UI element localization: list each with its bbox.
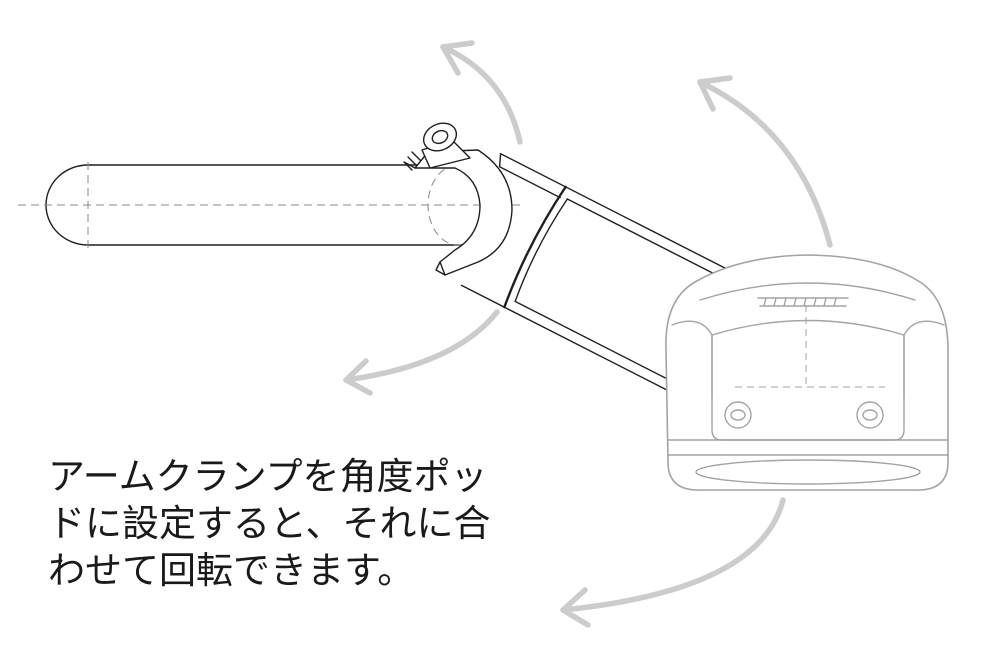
- clamp-lower-tab: [435, 261, 446, 276]
- arrow-device-down-head: [560, 587, 591, 628]
- device-logo-mark: [757, 297, 849, 307]
- arrow-device-down-arc: [560, 497, 786, 613]
- left-button-center: [730, 409, 746, 421]
- rotation-arrows: [343, 40, 833, 628]
- left-button-icon: [724, 401, 752, 429]
- arrow-device-up: [697, 75, 833, 248]
- clamp-screw-hole: [431, 129, 449, 145]
- arrow-clamp-down-arc: [343, 309, 500, 383]
- clamp-teeth: [403, 151, 421, 171]
- caption-line-3: わせて回転できます。: [48, 549, 415, 592]
- device-dome-line: [699, 282, 916, 301]
- arrow-clamp-up: [440, 40, 523, 145]
- device-front-panel: [711, 319, 905, 441]
- arrow-clamp-up-arc: [440, 44, 523, 145]
- device-right-button: [856, 401, 884, 429]
- right-button-center: [862, 409, 878, 421]
- caption-line-1: アームクランプを角度ポッ: [48, 455, 488, 498]
- device-outline: [665, 254, 949, 491]
- caption-line-2: ドに設定すると、それに合: [48, 502, 491, 545]
- arrow-clamp-up-head: [440, 40, 475, 76]
- arrow-device-down: [560, 497, 786, 628]
- arrow-device-up-head: [697, 75, 733, 112]
- arrow-device-up-arc: [697, 79, 833, 248]
- arrow-clamp-down-head: [343, 358, 373, 396]
- device-left-button: [724, 401, 752, 429]
- arm-joint-inner-line: [514, 198, 569, 303]
- arm-joint-step-top: [498, 153, 561, 199]
- caption-text: アームクランプを角度ポッ ドに設定すると、それに合 わせて回転できます。: [48, 453, 491, 594]
- arm-clamp: [403, 122, 513, 276]
- right-button-icon: [856, 401, 884, 429]
- arrow-clamp-down: [343, 309, 500, 396]
- device-logo: [757, 297, 849, 307]
- arm-joint-band: [503, 185, 567, 309]
- device-body: [665, 254, 949, 491]
- device-lens: [695, 459, 921, 485]
- clamp-body: [414, 149, 513, 276]
